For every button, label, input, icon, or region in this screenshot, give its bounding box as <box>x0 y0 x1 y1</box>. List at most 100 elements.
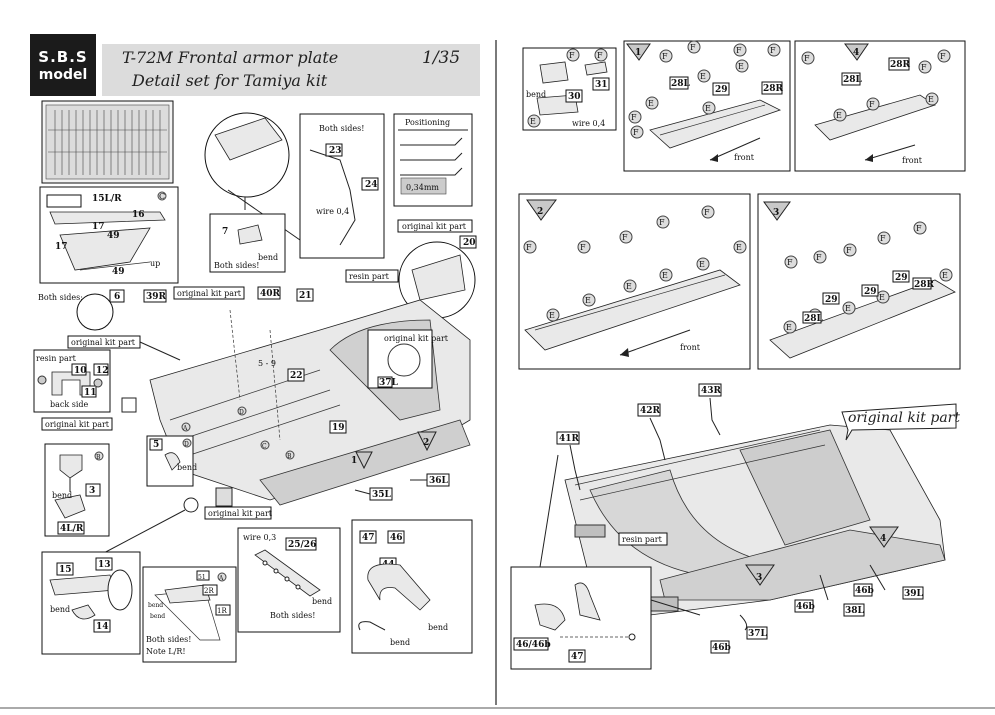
label-5: 5 <box>153 440 159 450</box>
marker-c: C <box>159 192 165 201</box>
label-24: 24 <box>365 180 378 190</box>
label-37-small: 37L <box>379 378 399 388</box>
logo-line1: S.B.S <box>38 48 88 66</box>
label-bend-30: bend <box>526 90 546 99</box>
label-okp-37: original kit part <box>384 334 449 343</box>
label-29-s3a: 29 <box>825 295 838 305</box>
label-12: 12 <box>96 366 109 376</box>
marker-f-s3b: F <box>816 253 822 262</box>
label-3: 3 <box>89 486 95 496</box>
scale-label: 1/35 <box>422 48 461 68</box>
step-badge-3-right: 3 <box>756 573 762 583</box>
pe-fret-thumbnail <box>41 100 174 184</box>
label-13: 13 <box>98 560 111 570</box>
marker-e-s2d: E <box>662 271 668 280</box>
box-1r-2r: A 51 2R 1R bend bend Both sides! Note L/… <box>142 566 237 663</box>
label-47-right: 47 <box>571 652 584 662</box>
step-badge-2-left: 2 <box>423 438 429 448</box>
label-31: 31 <box>595 80 608 90</box>
marker-f-s2d: F <box>659 218 665 227</box>
step-2-box: 2 F F F F F E E E E E E front <box>518 193 751 370</box>
step-2-label: 2 <box>537 207 543 217</box>
label-35l: 35L <box>372 490 392 500</box>
detail-circle-20: original kit part 20 resin part <box>345 219 477 319</box>
main-assembly-right: 3 4 <box>564 424 946 616</box>
label-51: 51 <box>198 574 206 581</box>
marker-f-s4b: F <box>940 52 946 61</box>
marker-f-s4a: F <box>804 54 810 63</box>
marker-e-s2b: E <box>585 296 591 305</box>
label-wire-03: wire 0,3 <box>243 533 276 542</box>
box-positioning: Positioning 0,34mm <box>393 113 473 207</box>
step-badge-1-left: 1 <box>351 456 357 466</box>
marker-e-s2e: E <box>699 260 705 269</box>
label-okp-a: original kit part <box>177 289 242 298</box>
label-both-sides-25: Both sides! <box>270 611 315 620</box>
label-29-s1: 29 <box>715 85 728 95</box>
label-46b-c: 46b <box>855 586 874 596</box>
box-13-14-15: 15 13 14 bend <box>41 551 141 655</box>
label-40r: 40R <box>260 289 281 299</box>
marker-f-s1b: F <box>690 43 696 52</box>
label-41r: 41R <box>559 434 580 444</box>
marker-e-s3d: E <box>879 293 885 302</box>
marker-f-s1e: F <box>631 113 637 122</box>
label-okp-20: original kit part <box>402 222 467 231</box>
label-bend-3: bend <box>52 491 72 500</box>
label-16: 16 <box>132 210 145 220</box>
marker-f-30b: F <box>597 51 603 60</box>
label-37l: 37L <box>748 629 768 639</box>
step-1-box: 1 28L 29 28R F F F F F F E E E E front <box>623 40 791 172</box>
label-okp-c: original kit part <box>45 420 110 429</box>
marker-e-s1d: E <box>705 104 711 113</box>
label-28r-s4: 28R <box>890 60 911 70</box>
marker-c-main: C <box>262 443 267 450</box>
label-resin-part-10: resin part <box>36 354 77 363</box>
label-25-26: 25/26 <box>288 540 316 550</box>
title-line2: Detail set for Tamiya kit <box>132 71 328 90</box>
logo-line2: model <box>38 67 88 83</box>
marker-e-s3a: E <box>786 323 792 332</box>
label-46b-b: 46b <box>796 602 815 612</box>
marker-f-s3e: F <box>916 224 922 233</box>
label-20: 20 <box>463 238 476 248</box>
marker-e-s4b: E <box>928 95 934 104</box>
label-bend-44a: bend <box>428 623 448 632</box>
label-4lr: 4L/R <box>60 524 84 534</box>
marker-e-s2a: E <box>549 311 555 320</box>
marker-a-box: A <box>218 575 224 582</box>
label-1r: 1R <box>217 607 227 615</box>
step-3-label: 3 <box>773 208 779 218</box>
label-28r-s3: 28R <box>914 280 935 290</box>
label-46b-a: 46b <box>712 643 731 653</box>
label-39l: 39L <box>904 589 924 599</box>
label-19: 19 <box>332 423 345 433</box>
label-positioning: Positioning <box>405 118 450 127</box>
marker-f-s4c: F <box>921 63 927 72</box>
label-49b: 49 <box>112 267 125 277</box>
label-resin-part-20: resin part <box>349 272 390 281</box>
label-39r: 39R <box>146 292 167 302</box>
marker-e-s2c: E <box>626 282 632 291</box>
box-25-26: wire 0,3 25/26 bend Both sides! <box>237 527 341 633</box>
marker-f-s2c: F <box>622 233 628 242</box>
label-bend-1r-b: bend <box>150 613 165 620</box>
marker-e-s3c: E <box>845 304 851 313</box>
marker-d-5: D <box>184 441 189 448</box>
label-bend-7: bend <box>258 253 278 262</box>
box-23-24-wire: Both sides! 23 24 wire 0,4 <box>299 113 385 259</box>
label-bend-5: bend <box>177 463 197 472</box>
label-22: 22 <box>290 371 303 381</box>
marker-f-s1d: F <box>770 46 776 55</box>
label-thickness: 0,34mm <box>406 183 439 192</box>
left-labels: Both sides: 6 39R original kit part 40R … <box>33 286 449 460</box>
label-28l-s1: 28L <box>671 79 691 89</box>
marker-f-s3c: F <box>846 246 852 255</box>
label-bend-44b: bend <box>390 638 410 647</box>
label-28l-s3: 28L <box>804 314 824 324</box>
label-28l-s4: 28L <box>843 75 863 85</box>
marker-f-s1a: F <box>662 52 668 61</box>
step-4-label: 4 <box>853 48 859 58</box>
label-29-s3b: 29 <box>864 287 877 297</box>
